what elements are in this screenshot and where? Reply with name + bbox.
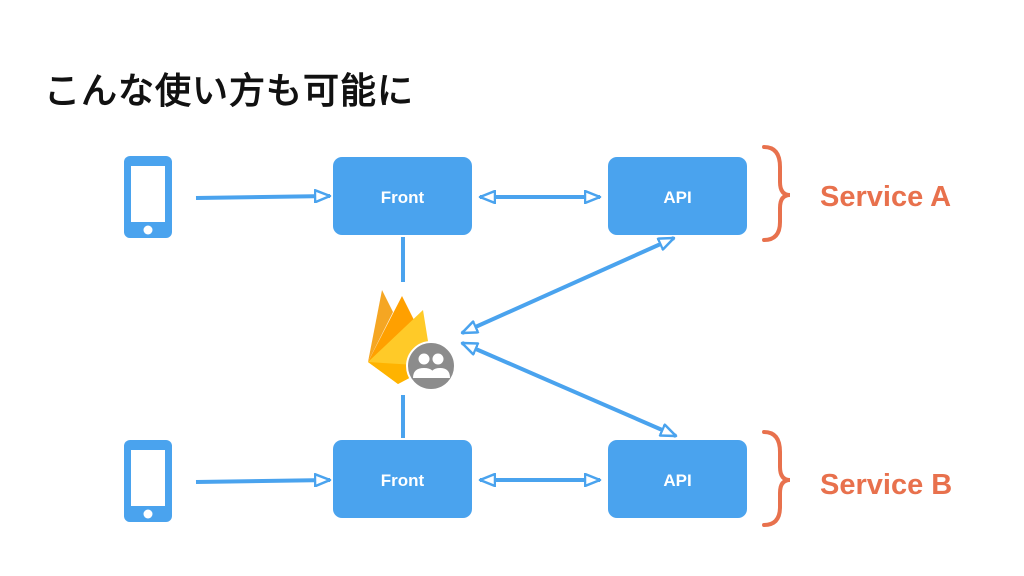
phone-to-front-arrow (195, 480, 330, 482)
brace-service-b (762, 430, 791, 527)
front-label: Front (381, 188, 425, 207)
front-box-service-b: Front (333, 440, 472, 518)
service-b-label: Service B (820, 469, 952, 501)
service-a-label: Service A (820, 181, 951, 213)
front-box-service-a: Front (333, 157, 472, 235)
firebase-api-arrow (462, 341, 676, 438)
slide-title: こんな使い方も可能に (44, 71, 415, 112)
api-box-service-a: API (608, 157, 747, 235)
firebase-api-arrow (462, 236, 674, 335)
brace-service-a (762, 145, 791, 242)
smartphone-icon (124, 156, 172, 238)
api-box-service-b: API (608, 440, 747, 518)
smartphone-icon (124, 440, 172, 522)
users-icon (406, 341, 456, 391)
phone-to-front-arrow (195, 196, 330, 198)
api-label: API (663, 188, 691, 207)
front-label: Front (381, 471, 425, 490)
api-label: API (663, 471, 691, 490)
